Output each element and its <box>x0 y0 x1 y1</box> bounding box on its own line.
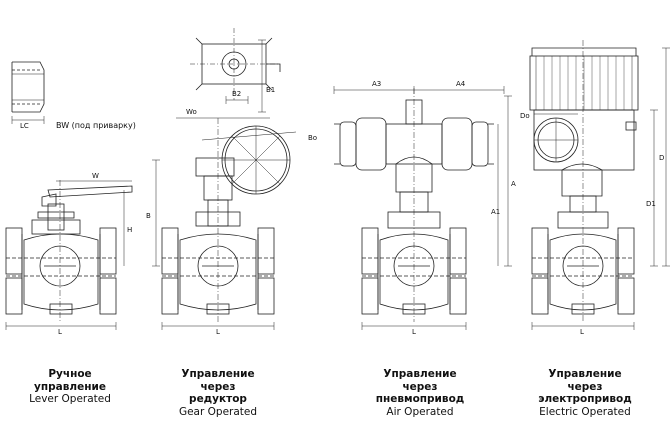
dim-label-l-lever: L <box>58 328 62 336</box>
dim-label-lc: LC <box>20 122 29 130</box>
caption-air-operated: Управление через пневмопривод Air Operat… <box>368 368 472 418</box>
gear-valve-drawing <box>152 28 297 330</box>
dim-label-w-lever: W <box>92 172 99 180</box>
dim-label-l-gear: L <box>216 328 220 336</box>
caption-lever-ru: Ручное управление <box>34 368 106 393</box>
dim-label-d: D <box>659 154 664 162</box>
bw-note: BW (под приварку) <box>56 121 136 130</box>
dim-label-do: Do <box>520 112 530 120</box>
dim-label-a: A <box>511 180 516 188</box>
dim-label-a4: A4 <box>456 80 466 88</box>
dim-label-l-electric: L <box>580 328 584 336</box>
bw-weld-end-detail <box>11 61 45 124</box>
lever-valve-drawing <box>5 180 133 330</box>
electric-valve-drawing <box>529 40 670 330</box>
caption-lever-operated: Ручное управление Lever Operated <box>20 368 120 406</box>
dim-label-b2: B2 <box>232 90 241 98</box>
caption-lever-en: Lever Operated <box>29 393 111 405</box>
dim-label-bo: Bo <box>308 134 317 142</box>
dim-label-l-air: L <box>412 328 416 336</box>
dim-label-a3: A3 <box>372 80 381 88</box>
dim-label-a1: A1 <box>491 208 500 216</box>
dim-label-d1: D1 <box>646 200 656 208</box>
caption-electric-operated: Управление через электропривод Electric … <box>532 368 638 418</box>
caption-electric-ru: Управление через электропривод <box>538 368 632 405</box>
dim-label-b1-gear: B1 <box>266 86 275 94</box>
air-valve-drawing <box>333 86 512 330</box>
caption-gear-ru: Управление через редуктор <box>181 368 255 405</box>
valve-technical-drawing: LC BW (под приварку) <box>5 28 670 336</box>
caption-gear-operated: Управление через редуктор Gear Operated <box>168 368 268 418</box>
caption-air-ru: Управление через пневмопривод <box>375 368 465 405</box>
dim-label-b-gear: B <box>146 212 151 220</box>
dim-label-h-lever: H <box>127 226 132 234</box>
dim-label-wo: Wo <box>186 108 197 116</box>
caption-air-en: Air Operated <box>386 405 454 418</box>
caption-gear-en: Gear Operated <box>178 405 258 418</box>
caption-electric-en: Electric Operated <box>539 405 631 418</box>
